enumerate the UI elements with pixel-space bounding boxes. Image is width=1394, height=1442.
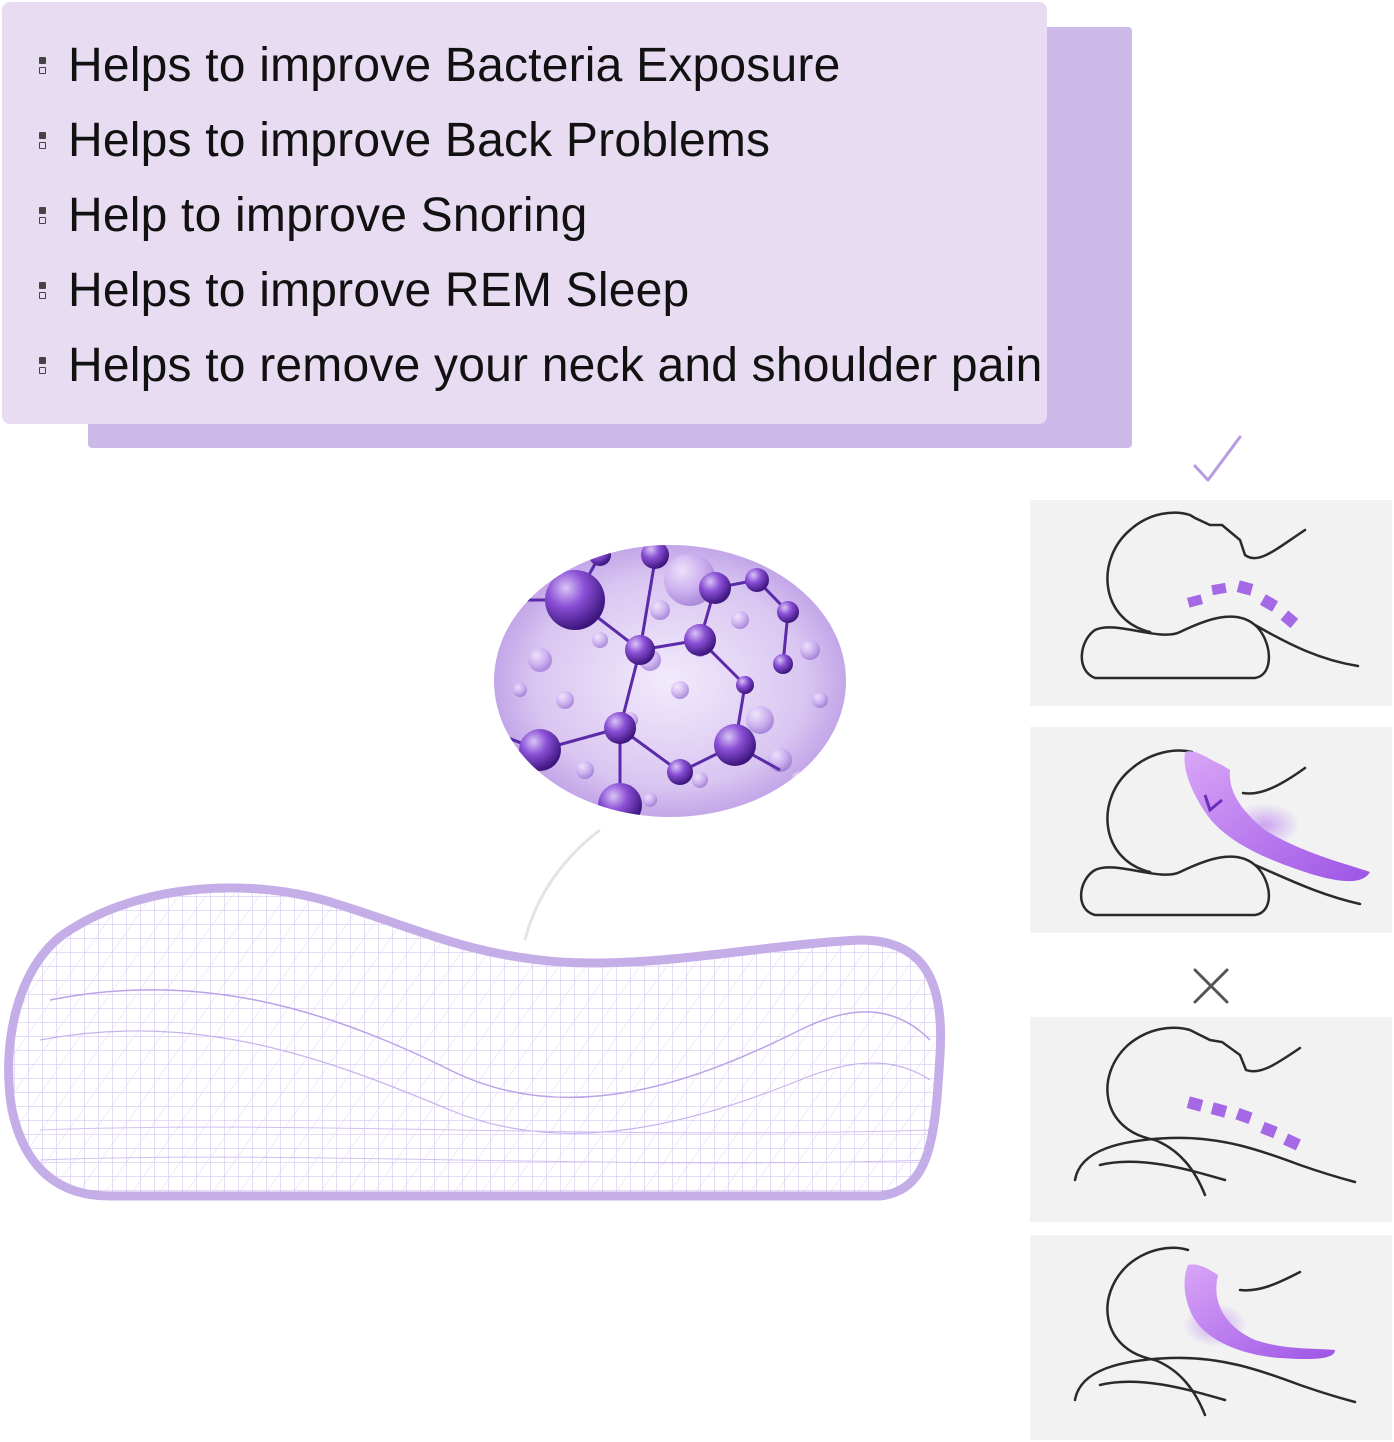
bullet-icon: [36, 54, 48, 78]
benefit-item: Helps to improve REM Sleep: [36, 253, 1042, 328]
bullet-icon: [36, 354, 48, 378]
benefits-list: Helps to improve Bacteria Exposure Helps…: [36, 28, 1042, 403]
bullet-icon: [36, 279, 48, 303]
benefit-text: Helps to improve REM Sleep: [68, 264, 690, 317]
benefit-item: Help to improve Snoring: [36, 178, 1042, 253]
diagram-correct-spine: [1030, 500, 1392, 706]
bullet-icon: [36, 204, 48, 228]
benefit-item: Helps to improve Back Problems: [36, 103, 1042, 178]
benefit-text: Helps to improve Bacteria Exposure: [68, 39, 841, 92]
connector-line: [523, 828, 601, 941]
bullet-icon: [36, 129, 48, 153]
benefit-item: Helps to remove your neck and shoulder p…: [36, 328, 1042, 403]
benefit-text: Helps to improve Back Problems: [68, 114, 771, 167]
pillow-wireframe: [4, 883, 946, 1201]
check-mark-icon: [1193, 435, 1242, 482]
benefits-panel: Helps to improve Bacteria Exposure Helps…: [2, 2, 1047, 424]
benefit-text: Helps to remove your neck and shoulder p…: [68, 339, 1043, 392]
benefit-item: Helps to improve Bacteria Exposure: [36, 28, 1042, 103]
benefit-text: Help to improve Snoring: [68, 189, 588, 242]
molecule-image: [494, 545, 846, 817]
diagram-wrong-muscle: [1030, 1235, 1392, 1440]
diagram-wrong-spine: [1030, 1017, 1392, 1222]
cross-mark-icon: [1193, 968, 1229, 1004]
diagram-correct-muscle: [1030, 727, 1392, 933]
